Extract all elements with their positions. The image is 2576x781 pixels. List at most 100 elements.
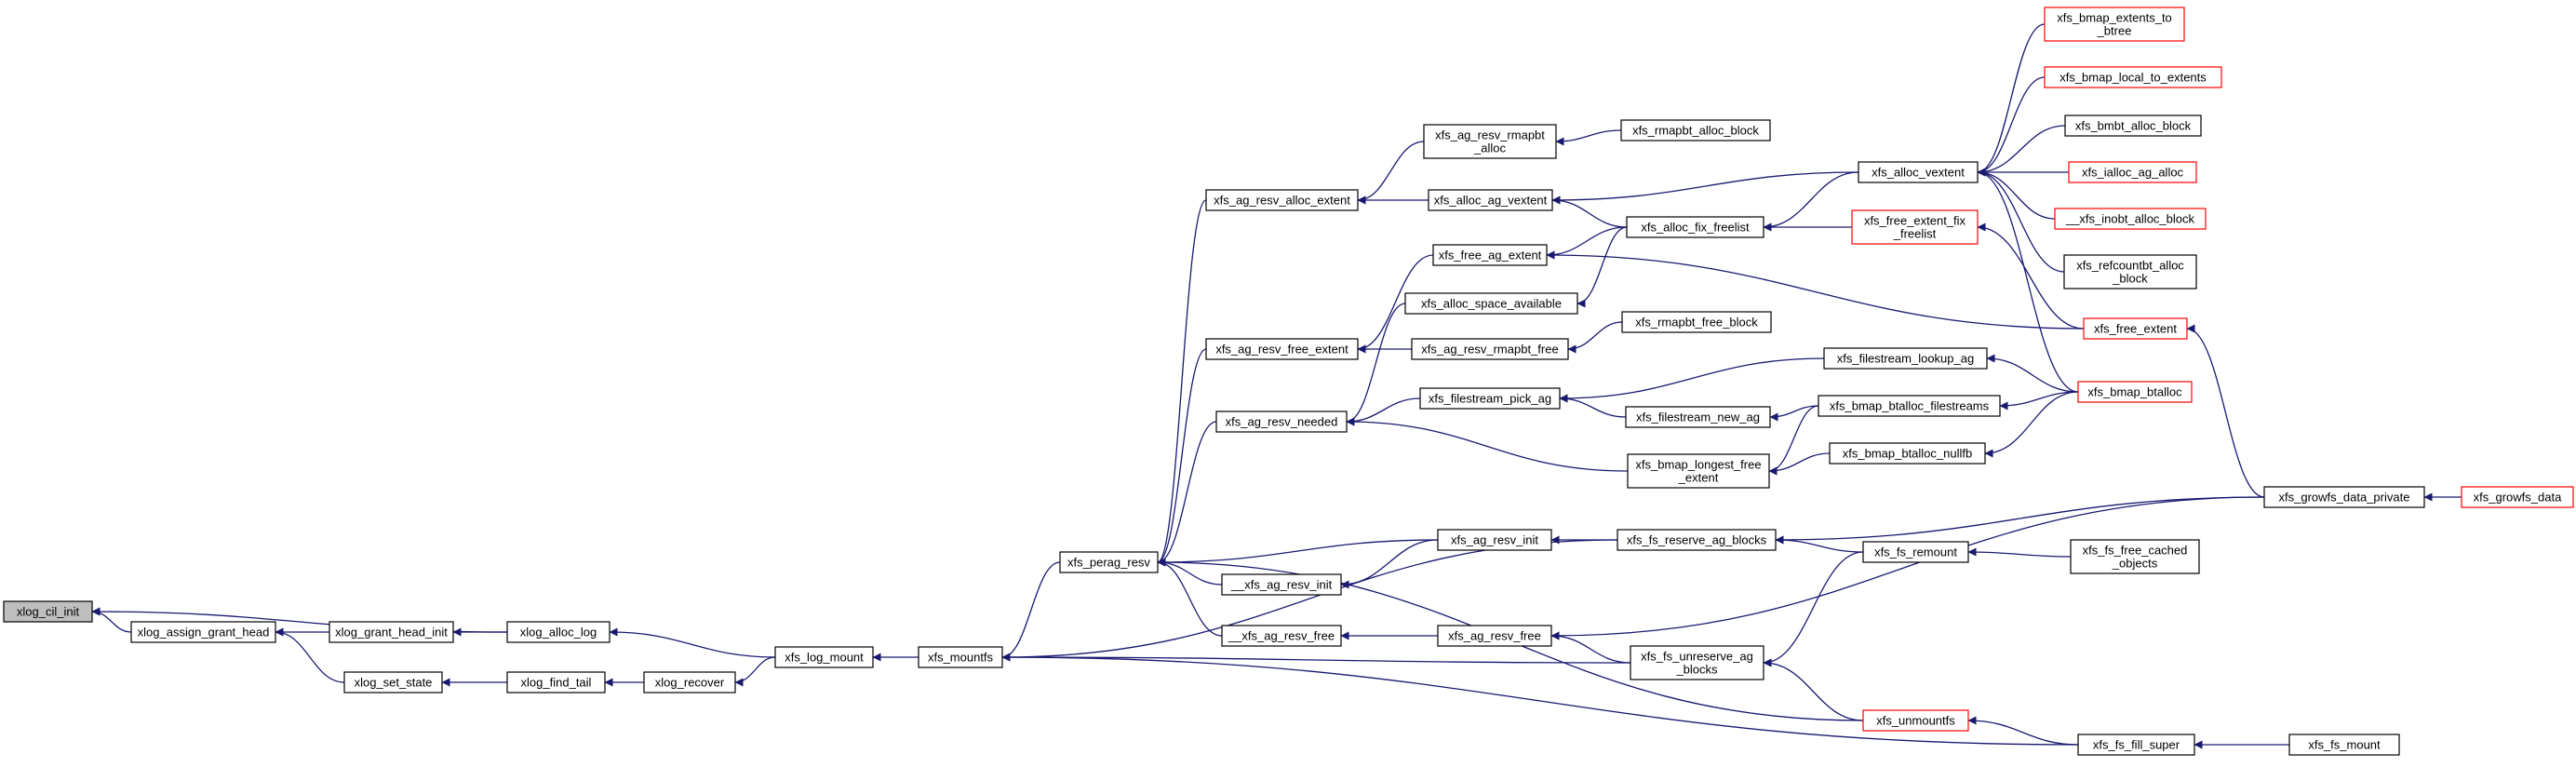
node-box[interactable]: [2054, 208, 2207, 230]
node-xlog-alloc-log[interactable]: xlog_alloc_log: [506, 621, 610, 643]
node-xfs-growfs-data[interactable]: xfs_growfs_data: [2461, 486, 2574, 508]
node-xfs-fs-fill-super[interactable]: xfs_fs_fill_super: [2077, 734, 2195, 756]
node-xfs-free-ag-extent[interactable]: xfs_free_ag_extent: [1432, 244, 1548, 266]
node-box[interactable]: [1437, 529, 1552, 551]
node-box[interactable]: [1862, 709, 1969, 732]
node-xfs-perag-resv[interactable]: xfs_perag_resv: [1059, 551, 1159, 573]
node-xfs-bmap-extents-to-btree[interactable]: xfs_bmap_extents_to_btree: [2044, 7, 2185, 42]
node-xfs-bmap-longest-free-extent[interactable]: xfs_bmap_longest_free_extent: [1627, 453, 1770, 489]
node-box[interactable]: [774, 646, 874, 668]
node-xfs-filestream-new-ag[interactable]: xfs_filestream_new_ag: [1625, 406, 1771, 428]
node-xfs-rmapbt-free-block[interactable]: xfs_rmapbt_free_block: [1621, 311, 1772, 333]
node-box[interactable]: [2064, 114, 2202, 137]
node-box[interactable]: [2263, 486, 2425, 508]
node-xfs-fs-free-cached-objects[interactable]: xfs_fs_free_cached_objects: [2070, 539, 2200, 574]
node-box[interactable]: [1858, 161, 1979, 183]
node-xlog-set-state[interactable]: xlog_set_state: [343, 671, 443, 693]
node-xfs-bmbt-alloc-block[interactable]: xfs_bmbt_alloc_block: [2064, 114, 2202, 137]
node-box[interactable]: [1411, 338, 1569, 360]
node-xfs-bmap-local-to-extents[interactable]: xfs_bmap_local_to_extents: [2044, 66, 2222, 88]
node-xfs-fs-unreserve-ag-blocks[interactable]: xfs_fs_unreserve_ag_blocks: [1630, 645, 1764, 680]
node-xfs-filestream-pick-ag[interactable]: xfs_filestream_pick_ag: [1419, 387, 1561, 410]
node-box[interactable]: [1205, 189, 1359, 211]
node-box[interactable]: [1620, 119, 1771, 141]
node-box[interactable]: [1059, 551, 1159, 573]
node-box[interactable]: [1221, 625, 1342, 647]
node-box[interactable]: [1221, 573, 1342, 596]
node-xfs-free-extent-fix-freelist[interactable]: xfs_free_extent_fix_freelist: [1851, 209, 1979, 245]
node-box[interactable]: [2461, 486, 2574, 508]
node-box[interactable]: [506, 671, 606, 693]
node-box[interactable]: [1205, 338, 1359, 360]
node-xfs-growfs-data-private[interactable]: xfs_growfs_data_private: [2263, 486, 2425, 508]
node-box[interactable]: [643, 671, 736, 693]
node-xfs-fs-reserve-ag-blocks[interactable]: xfs_fs_reserve_ag_blocks: [1617, 529, 1777, 551]
node-xfs-alloc-ag-vextent[interactable]: xfs_alloc_ag_vextent: [1428, 189, 1553, 211]
node-box[interactable]: [1215, 411, 1348, 433]
node-xfs-ag-resv-rmapbt-free[interactable]: xfs_ag_resv_rmapbt_free: [1411, 338, 1569, 360]
node-box[interactable]: [2083, 317, 2188, 340]
node-box[interactable]: [1626, 216, 1764, 238]
node-xfs-ag-resv-needed[interactable]: xfs_ag_resv_needed: [1215, 411, 1348, 433]
node-xfs-mountfs[interactable]: xfs_mountfs: [918, 646, 1003, 668]
node-box[interactable]: [1617, 529, 1777, 551]
node-box[interactable]: [1862, 541, 1969, 563]
node-xfs-ag-resv-rmapbt-alloc[interactable]: xfs_ag_resv_rmapbt_alloc: [1423, 124, 1557, 159]
node-box[interactable]: [329, 621, 454, 643]
node-box[interactable]: [1621, 311, 1772, 333]
node-xfs-inobt-alloc-block[interactable]: __xfs_inobt_alloc_block: [2054, 208, 2207, 230]
node-box[interactable]: [506, 621, 610, 643]
node-xfs-unmountfs[interactable]: xfs_unmountfs: [1862, 709, 1969, 732]
node-box[interactable]: [1823, 347, 1988, 370]
node-box[interactable]: [1627, 453, 1770, 489]
node-box[interactable]: [1630, 645, 1764, 680]
node-box[interactable]: [1404, 292, 1578, 315]
node-box[interactable]: [2070, 539, 2200, 574]
node-box[interactable]: [2044, 66, 2222, 88]
node-xfs-bmap-btalloc-nullfb[interactable]: xfs_bmap_btalloc_nullfb: [1829, 442, 1986, 465]
node-box[interactable]: [2077, 381, 2193, 403]
node-box[interactable]: [130, 621, 276, 643]
node-xfs-bmap-btalloc-filestreams[interactable]: xfs_bmap_btalloc_filestreams: [1818, 395, 2001, 417]
node-xlog-find-tail[interactable]: xlog_find_tail: [506, 671, 606, 693]
node-xfs-rmapbt-alloc-block[interactable]: xfs_rmapbt_alloc_block: [1620, 119, 1771, 141]
node-box[interactable]: [918, 646, 1003, 668]
node-xfs-filestream-lookup-ag[interactable]: xfs_filestream_lookup_ag: [1823, 347, 1988, 370]
node-xfs-log-mount[interactable]: xfs_log_mount: [774, 646, 874, 668]
node-box[interactable]: [2077, 734, 2195, 756]
node-box[interactable]: [2063, 254, 2197, 290]
node-box[interactable]: [1829, 442, 1986, 465]
node-box[interactable]: [1423, 124, 1557, 159]
node-xfs-ialloc-ag-alloc[interactable]: xfs_ialloc_ag_alloc: [2068, 161, 2197, 183]
node-xfs-alloc-fix-freelist[interactable]: xfs_alloc_fix_freelist: [1626, 216, 1764, 238]
node-xfs-ag-resv-free-extent[interactable]: xfs_ag_resv_free_extent: [1205, 338, 1359, 360]
node-xlog-cil-init[interactable]: xlog_cil_init: [3, 600, 93, 623]
node-box[interactable]: [1432, 244, 1548, 266]
node-xfs-ag-resv-init[interactable]: __xfs_ag_resv_init: [1221, 573, 1342, 596]
node-box[interactable]: [1818, 395, 2001, 417]
node-box[interactable]: [1428, 189, 1553, 211]
node-box[interactable]: [1419, 387, 1561, 410]
node-xfs-ag-resv-alloc-extent[interactable]: xfs_ag_resv_alloc_extent: [1205, 189, 1359, 211]
node-xfs-alloc-space-available[interactable]: xfs_alloc_space_available: [1404, 292, 1578, 315]
node-box[interactable]: [2068, 161, 2197, 183]
node-box[interactable]: [1625, 406, 1771, 428]
node-xfs-fs-mount[interactable]: xfs_fs_mount: [2288, 734, 2400, 756]
node-xfs-fs-remount[interactable]: xfs_fs_remount: [1862, 541, 1969, 563]
node-box[interactable]: [3, 600, 93, 623]
node-box[interactable]: [1437, 625, 1552, 647]
node-xfs-ag-resv-init[interactable]: xfs_ag_resv_init: [1437, 529, 1552, 551]
node-xlog-recover[interactable]: xlog_recover: [643, 671, 736, 693]
node-xlog-grant-head-init[interactable]: xlog_grant_head_init: [329, 621, 454, 643]
node-xfs-refcountbt-alloc-block[interactable]: xfs_refcountbt_alloc_block: [2063, 254, 2197, 290]
node-xfs-bmap-btalloc[interactable]: xfs_bmap_btalloc: [2077, 381, 2193, 403]
node-xfs-ag-resv-free[interactable]: xfs_ag_resv_free: [1437, 625, 1552, 647]
node-xlog-assign-grant-head[interactable]: xlog_assign_grant_head: [130, 621, 276, 643]
node-xfs-alloc-vextent[interactable]: xfs_alloc_vextent: [1858, 161, 1979, 183]
node-xfs-ag-resv-free[interactable]: __xfs_ag_resv_free: [1221, 625, 1342, 647]
node-box[interactable]: [2288, 734, 2400, 756]
node-box[interactable]: [1851, 209, 1979, 245]
node-xfs-free-extent[interactable]: xfs_free_extent: [2083, 317, 2188, 340]
node-box[interactable]: [343, 671, 443, 693]
node-box[interactable]: [2044, 7, 2185, 42]
